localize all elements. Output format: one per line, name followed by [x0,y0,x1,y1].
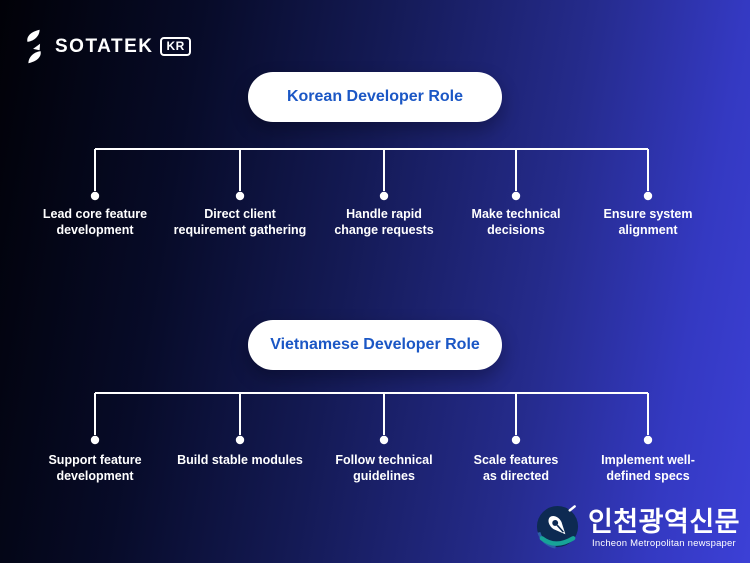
sotatek-logo: SOTATEK KR [20,28,191,65]
vietnamese-role-title: Vietnamese Developer Role [270,336,480,353]
leaf-label: Build stable modules [177,453,303,467]
leaf-label: Make technical decisions [471,207,561,237]
incheon-newspaper-logo: 인천광역신문 Incheon Metropolitan newspaper [534,504,740,551]
korean-role-pill: Korean Developer Role [248,72,502,122]
newspaper-name-block: 인천광역신문 Incheon Metropolitan newspaper [588,507,740,549]
brand-name: SOTATEK [55,35,154,57]
vietnamese-role-branches [90,392,653,445]
newspaper-name-korean: 인천광역신문 [587,506,740,537]
kr-badge: KR [160,37,191,56]
leaf-label: Implement well- defined specs [601,453,695,483]
leaf-label: Handle rapid change requests [334,207,434,237]
korean-role-title: Korean Developer Role [286,88,464,105]
leaf-label: Scale features as directed [473,453,559,483]
newspaper-name-english: Incheon Metropolitan newspaper [592,537,736,549]
pen-icon [536,505,579,549]
leaf-label: Follow technical guidelines [335,453,433,483]
korean-role-branches [90,148,653,201]
vietnamese-role-pill: Vietnamese Developer Role [248,320,502,370]
sotatek-logo-icon [27,29,41,64]
leaf-label: Ensure system alignment [603,207,693,237]
leaf-label: Lead core feature development [42,207,148,237]
leaf-label: Support feature development [48,453,142,483]
leaf-label: Direct client requirement gathering [173,207,307,237]
